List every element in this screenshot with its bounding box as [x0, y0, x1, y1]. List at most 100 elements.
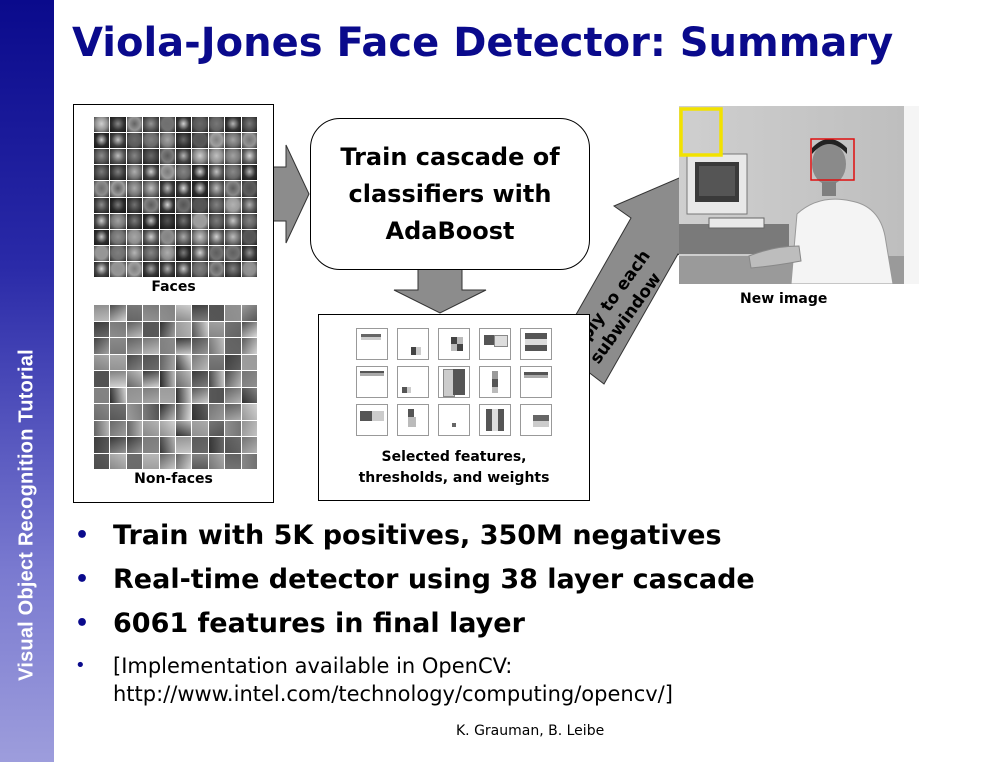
nonface-thumbnail [143, 354, 159, 370]
nonface-thumbnail [159, 453, 175, 469]
note-line-1: [Implementation available in OpenCV: [113, 654, 513, 678]
face-thumbnail [143, 245, 159, 261]
bullet-text: Real-time detector using 38 layer cascad… [113, 564, 755, 595]
bullet-list: •Train with 5K positives, 350M negatives… [72, 514, 972, 708]
face-thumbnail [159, 213, 175, 229]
nonface-thumbnail [192, 404, 208, 420]
nonface-thumbnail [126, 420, 143, 436]
note-line-2-link[interactable]: http://www.intel.com/technology/computin… [113, 682, 673, 706]
nonface-thumbnail [94, 420, 110, 436]
face-thumbnail [241, 165, 257, 181]
face-thumbnail [159, 117, 175, 133]
nonface-thumbnail [94, 437, 110, 453]
nonface-thumbnail [241, 404, 257, 420]
face-thumbnail [208, 261, 225, 277]
haar-feature [356, 328, 388, 360]
nonface-thumbnail [126, 305, 143, 321]
face-thumbnail [225, 181, 241, 197]
face-thumbnail [192, 165, 208, 181]
face-thumbnail [192, 197, 208, 213]
face-thumbnail [175, 213, 192, 229]
nonface-thumbnail [225, 437, 241, 453]
nonface-thumbnail [192, 305, 208, 321]
face-thumbnail [241, 133, 257, 149]
face-thumbnail [126, 213, 143, 229]
nonface-thumbnail [110, 387, 126, 403]
nonfaces-label: Non-faces [134, 471, 213, 487]
bullet-dot-icon: • [75, 655, 86, 676]
face-thumbnail [143, 261, 159, 277]
face-thumbnail [143, 133, 159, 149]
features-caption: Selected features, thresholds, and weigh… [358, 449, 550, 486]
nonface-thumbnail [225, 371, 241, 387]
nonface-thumbnail [159, 371, 175, 387]
face-thumbnail [159, 181, 175, 197]
face-thumbnail [175, 181, 192, 197]
face-thumbnail [94, 149, 110, 165]
nonface-thumbnail [94, 387, 110, 403]
face-thumbnail [175, 165, 192, 181]
face-thumbnail [225, 197, 241, 213]
nonface-thumbnail [192, 420, 208, 436]
haar-feature [479, 404, 511, 436]
face-thumbnail [143, 229, 159, 245]
nonface-thumbnail [110, 404, 126, 420]
bullet-item: • 6061 features in final layer [72, 602, 972, 646]
face-thumbnail [225, 245, 241, 261]
face-thumbnail [241, 197, 257, 213]
nonface-thumbnail [159, 305, 175, 321]
nonface-thumbnail [241, 420, 257, 436]
face-thumbnail [225, 117, 241, 133]
bullet-text: 6061 features in final layer [113, 608, 525, 639]
nonface-thumbnail [110, 338, 126, 354]
nonface-thumbnail [159, 420, 175, 436]
nonface-thumbnail [110, 420, 126, 436]
face-thumbnail [192, 245, 208, 261]
nonface-thumbnail [241, 453, 257, 469]
nonface-thumbnail [192, 437, 208, 453]
nonfaces-mosaic [94, 305, 257, 469]
nonface-thumbnail [175, 305, 192, 321]
nonface-thumbnail [110, 305, 126, 321]
nonface-thumbnail [159, 354, 175, 370]
face-thumbnail [94, 229, 110, 245]
face-thumbnail [110, 261, 126, 277]
nonface-thumbnail [143, 321, 159, 337]
nonface-thumbnail [175, 453, 192, 469]
face-thumbnail [175, 149, 192, 165]
face-thumbnail [175, 261, 192, 277]
face-thumbnail [175, 133, 192, 149]
face-thumbnail [143, 181, 159, 197]
haar-feature [479, 328, 511, 360]
nonface-thumbnail [208, 404, 225, 420]
face-thumbnail [110, 197, 126, 213]
face-thumbnail [110, 229, 126, 245]
nonface-thumbnail [175, 338, 192, 354]
face-thumbnail [159, 165, 175, 181]
nonface-thumbnail [175, 404, 192, 420]
author-credit: K. Grauman, B. Leibe [456, 723, 605, 739]
nonface-thumbnail [241, 371, 257, 387]
train-cascade-text: Train cascade of classifiers with AdaBoo… [340, 142, 560, 245]
nonface-thumbnail [110, 371, 126, 387]
face-thumbnail [175, 245, 192, 261]
face-thumbnail [159, 261, 175, 277]
face-thumbnail [175, 229, 192, 245]
faces-label: Faces [151, 279, 196, 295]
bullet-dot-icon: • [75, 611, 90, 636]
haar-feature [479, 366, 511, 398]
nonface-thumbnail [208, 338, 225, 354]
face-thumbnail [94, 133, 110, 149]
nonface-thumbnail [126, 437, 143, 453]
haar-feature [438, 328, 470, 360]
nonface-thumbnail [110, 354, 126, 370]
nonface-thumbnail [94, 453, 110, 469]
face-thumbnail [241, 213, 257, 229]
train-cascade-box: Train cascade of classifiers with AdaBoo… [310, 118, 590, 270]
bullet-dot-icon: • [75, 523, 90, 548]
nonface-thumbnail [159, 387, 175, 403]
face-thumbnail [159, 245, 175, 261]
nonface-thumbnail [143, 437, 159, 453]
nonface-thumbnail [241, 354, 257, 370]
face-thumbnail [208, 213, 225, 229]
